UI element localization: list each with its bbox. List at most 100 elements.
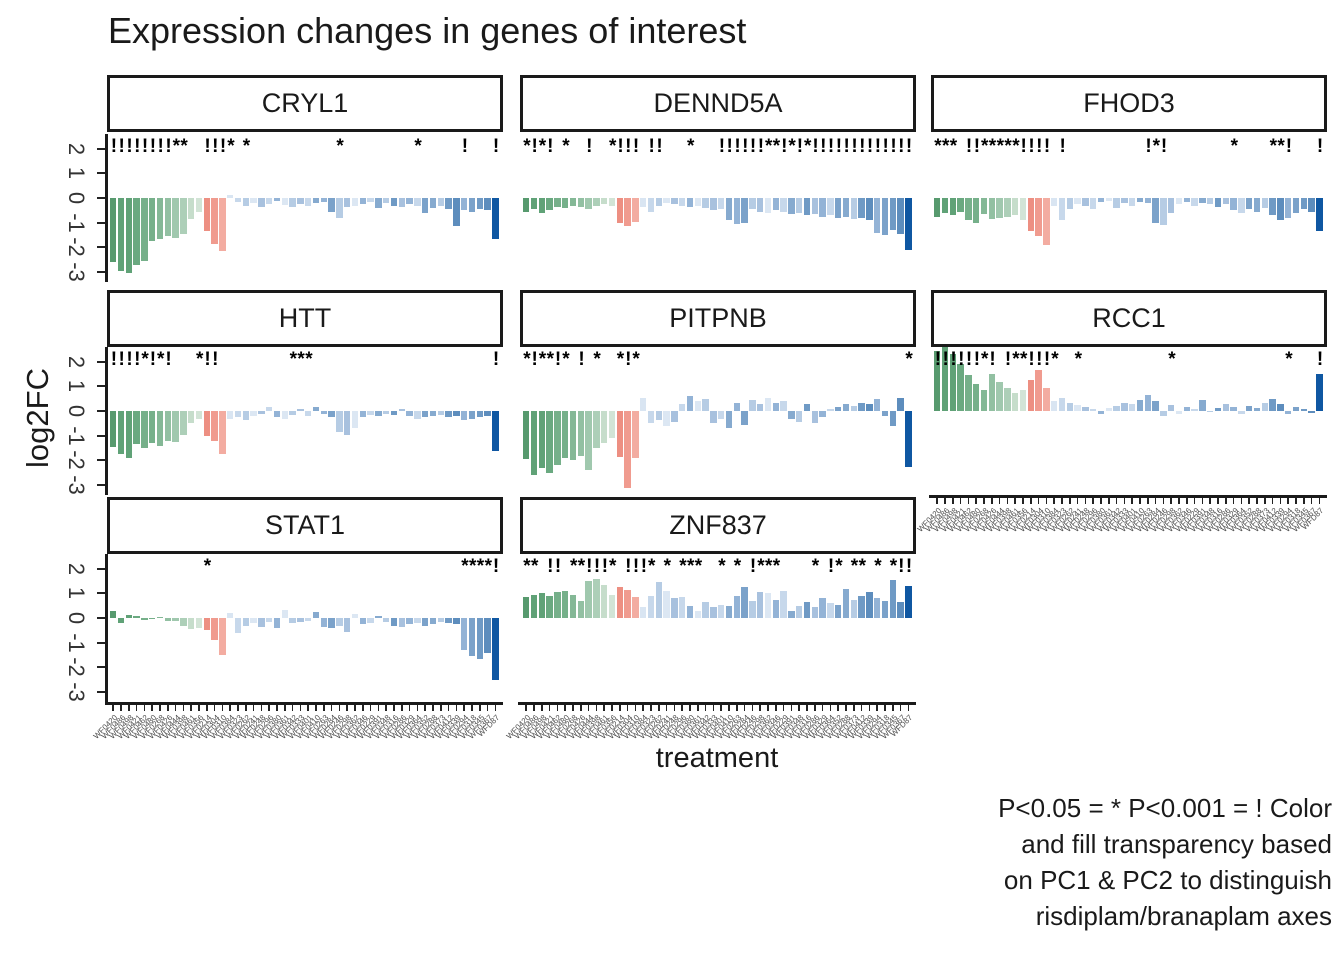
bar-WF0333	[710, 198, 717, 211]
bar-WF0373	[1261, 403, 1268, 412]
bar-WF0310	[1043, 387, 1050, 412]
y-tick	[97, 484, 105, 487]
bar-WF0310	[632, 597, 639, 619]
bar-WF0398	[593, 411, 600, 449]
x-tick	[252, 704, 255, 711]
x-tick	[463, 704, 465, 711]
sig-marker-p05: *	[949, 136, 958, 157]
bar-WF0361	[281, 411, 288, 419]
sig-marker-p001: !	[866, 136, 874, 157]
sig-marker-p05: *	[663, 556, 671, 577]
y-tick	[97, 617, 105, 620]
sig-marker-p001: !	[492, 136, 500, 157]
bar-WF0268	[980, 198, 988, 215]
bar-WF0304	[1035, 370, 1042, 412]
sig-marker-p001: !	[757, 136, 765, 157]
bar-WF0480	[149, 411, 156, 444]
bar-WF0420	[110, 198, 117, 263]
bar-WF0367	[484, 411, 491, 417]
sig-marker-p001: !	[742, 136, 749, 157]
bar-WF0342	[702, 398, 709, 412]
bar-WF0486	[941, 198, 949, 213]
bar-WF0398	[180, 411, 187, 435]
bar-WF0362	[764, 397, 772, 412]
bar-WF0288	[842, 403, 850, 412]
bar-WF0412	[445, 198, 452, 210]
sig-marker-p05: *	[733, 556, 742, 577]
bar-WF0444	[585, 581, 592, 619]
bar-WF0342	[1113, 198, 1120, 208]
sig-marker-p001: !	[835, 136, 843, 157]
x-tick	[1201, 497, 1204, 504]
sig-marker-p001: !	[586, 136, 593, 157]
bar-WF0333	[710, 607, 717, 619]
bar-WF0410	[725, 198, 733, 221]
sig-marker-p05: *	[835, 556, 843, 577]
y-tick	[97, 691, 105, 694]
bar-WF0462	[554, 592, 561, 619]
bar-WF0262	[242, 198, 249, 206]
bar-WF0486	[117, 411, 125, 455]
bar-WF0296	[679, 403, 686, 412]
sig-marker-p001: !	[625, 136, 632, 157]
x-tick	[377, 704, 380, 711]
bar-WF0298	[757, 592, 764, 619]
bar-WF0352	[835, 407, 842, 412]
bar-WF0339	[1277, 404, 1284, 412]
bar-WF0296	[679, 198, 686, 206]
bar-WF0248	[258, 411, 265, 414]
bar-WF0288	[1253, 408, 1261, 412]
bar-WF0426	[988, 198, 995, 220]
bar-WF0420	[523, 597, 530, 619]
x-tick	[868, 704, 871, 711]
sig-marker-p05: *	[980, 349, 989, 370]
y-tick-label: -3	[64, 475, 89, 495]
bar-WF0318	[468, 411, 476, 419]
x-tick	[673, 704, 676, 711]
bar-WF0384	[640, 397, 647, 412]
sig-marker-p05: *	[1051, 349, 1059, 370]
x-tick	[1108, 497, 1110, 504]
bar-WF0318	[881, 600, 889, 619]
y-tick-label: -3	[64, 262, 89, 282]
bar-WF0214	[203, 618, 210, 631]
bar-WF0461	[601, 584, 608, 619]
bar-WF0288	[429, 198, 437, 208]
sig-marker-p001: !	[1316, 136, 1324, 157]
bar-WF0364	[414, 618, 421, 624]
bar-WF0339	[453, 198, 460, 227]
sig-marker-p001: !	[843, 136, 850, 157]
bar-WF0364	[414, 198, 421, 206]
x-tick	[821, 704, 824, 711]
bar-WF0263	[320, 411, 327, 414]
bar-WFD87	[905, 198, 912, 250]
x-tick	[1178, 497, 1180, 504]
x-tick	[1248, 497, 1250, 504]
bar-WF0268	[980, 390, 988, 412]
bar-WF0323	[234, 198, 242, 202]
bar-WF0298	[1168, 404, 1175, 412]
sig-marker-p001: !	[149, 136, 157, 157]
x-tick	[845, 704, 847, 711]
bar-WF0362	[764, 593, 772, 619]
bar-WF0461	[1012, 392, 1019, 412]
bar-WF0246	[336, 618, 343, 626]
x-axis-title: treatment	[655, 742, 779, 774]
x-tick	[151, 704, 153, 711]
sig-marker-p05: *	[305, 349, 313, 370]
sig-marker-p05: *	[1019, 349, 1028, 370]
bar-WF0310	[219, 198, 226, 252]
bar-WF0362	[1175, 198, 1183, 205]
bar-WF0284	[741, 411, 748, 425]
bar-WF0323	[1058, 397, 1066, 412]
facet-strip-label: STAT1	[264, 510, 345, 540]
bar-WF0410	[725, 605, 733, 619]
sig-marker-p001: !	[134, 136, 141, 157]
sig-marker-p001: !	[781, 136, 788, 157]
bar-WF0420	[110, 610, 117, 619]
bar-WF0412	[1269, 399, 1276, 412]
bar-WF0480	[562, 411, 569, 458]
sig-marker-p001: !	[531, 136, 538, 157]
bar-WF0229	[780, 591, 787, 619]
